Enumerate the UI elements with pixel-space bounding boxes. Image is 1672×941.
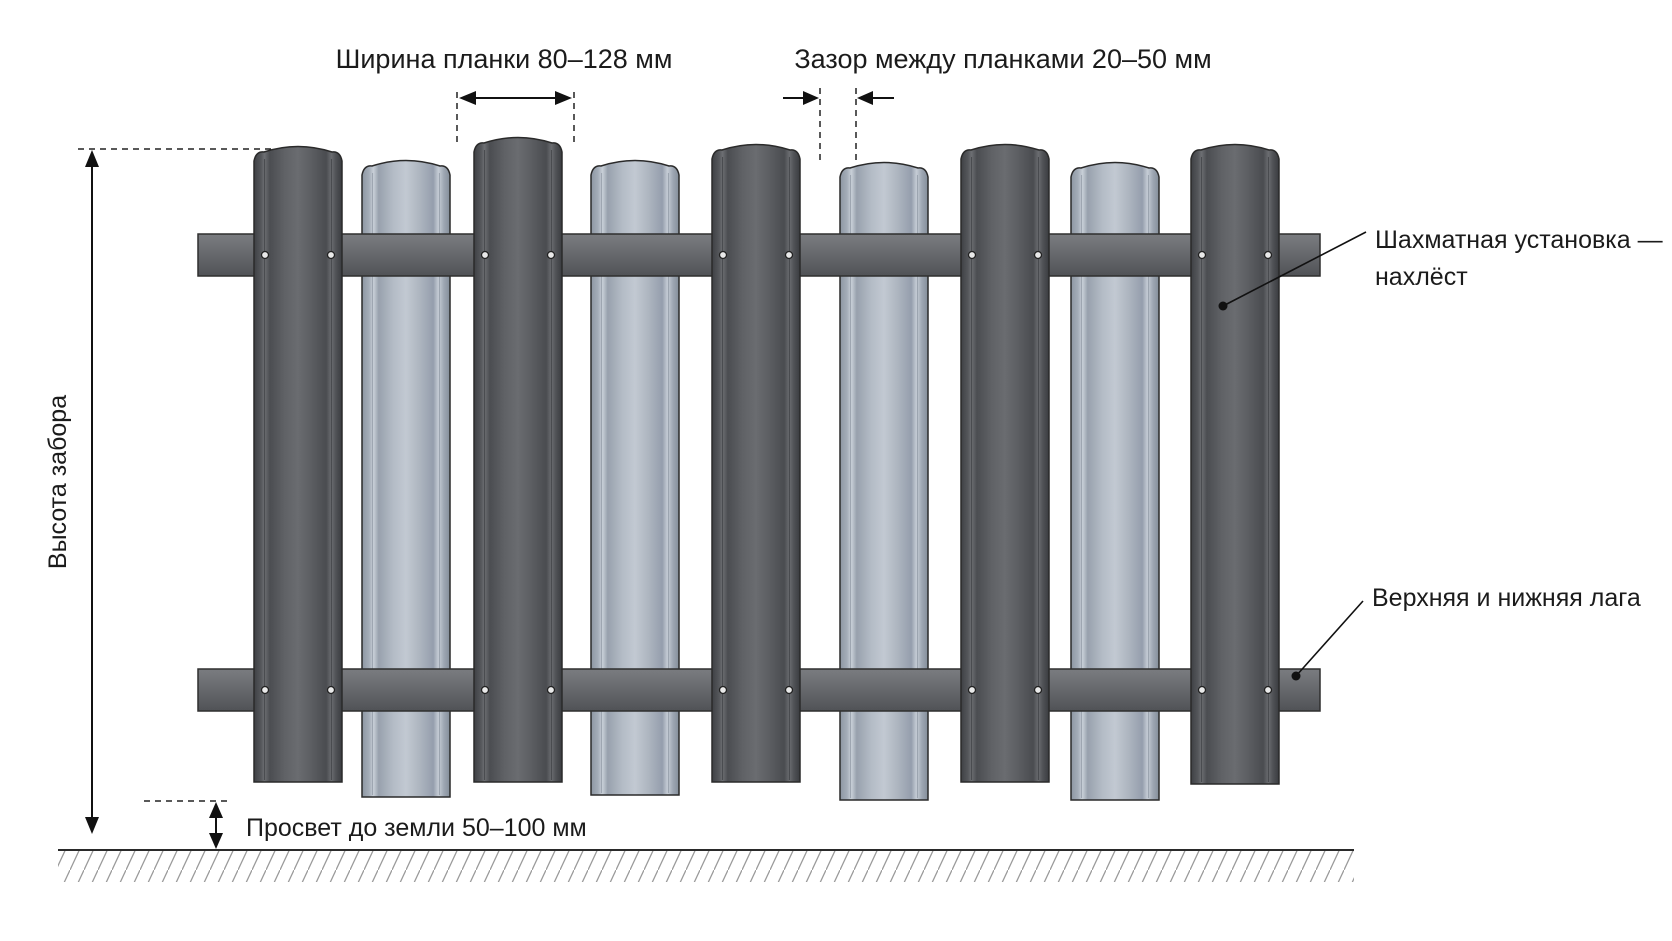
arrowhead-down [209, 833, 223, 849]
dark-plank-9 [1190, 143, 1280, 785]
screw [967, 685, 977, 695]
screw [1197, 250, 1207, 260]
screw [967, 250, 977, 260]
fence-height-label: Высота забора [44, 395, 72, 569]
fence-height-dimension: Высота забора [44, 148, 272, 834]
screw [1197, 685, 1207, 695]
plank-width-label: Ширина планки 80–128 мм [336, 44, 673, 74]
back-planks [361, 159, 1160, 801]
ground [58, 849, 1354, 882]
arrowhead-left [459, 91, 476, 105]
arrowhead-up [209, 802, 223, 818]
screws [260, 250, 1273, 695]
screw [326, 685, 336, 695]
screw [260, 250, 270, 260]
staggered-callout: Шахматная установка — нахлёст [1218, 226, 1663, 311]
light-plank-2 [361, 159, 451, 798]
dark-plank-5 [711, 143, 801, 783]
ground-hatch [58, 850, 1354, 882]
screw [718, 685, 728, 695]
arrowhead-down [85, 817, 99, 834]
plank-width-dimension: Ширина планки 80–128 мм [336, 44, 673, 146]
ground-clearance-label: Просвет до земли 50–100 мм [246, 814, 587, 842]
arrowhead-right [555, 91, 572, 105]
leader-dot [1291, 671, 1301, 681]
screw [480, 250, 490, 260]
leader-line [1295, 600, 1364, 677]
screw [260, 685, 270, 695]
screw [1263, 685, 1273, 695]
rails-callout: Верхняя и нижняя лага [1291, 584, 1641, 681]
staggered-label-line1: Шахматная установка — [1375, 226, 1663, 254]
screw [326, 250, 336, 260]
arrowhead-left [857, 91, 873, 105]
screw [546, 250, 556, 260]
arrowhead-right [803, 91, 819, 105]
light-plank-4 [590, 159, 680, 796]
screw [718, 250, 728, 260]
screw [1033, 685, 1043, 695]
gap-label: Зазор между планками 20–50 мм [794, 44, 1211, 74]
dark-plank-1 [253, 145, 343, 783]
leader-dot [1218, 301, 1228, 311]
gap-dimension: Зазор между планками 20–50 мм [783, 44, 1212, 160]
front-planks [253, 136, 1280, 785]
dark-plank-3 [473, 136, 563, 783]
staggered-label-line2: нахлёст [1375, 263, 1468, 291]
screw [1033, 250, 1043, 260]
screw [784, 685, 794, 695]
screw [784, 250, 794, 260]
arrowhead-up [85, 150, 99, 167]
screw [1263, 250, 1273, 260]
screw [480, 685, 490, 695]
ground-clearance-dimension: Просвет до земли 50–100 мм [144, 800, 587, 849]
leader-line [1222, 231, 1367, 307]
rails-label: Верхняя и нижняя лага [1372, 584, 1641, 612]
dark-plank-7 [960, 143, 1050, 783]
screw [546, 685, 556, 695]
light-plank-6 [839, 161, 929, 801]
light-plank-8 [1070, 161, 1160, 801]
